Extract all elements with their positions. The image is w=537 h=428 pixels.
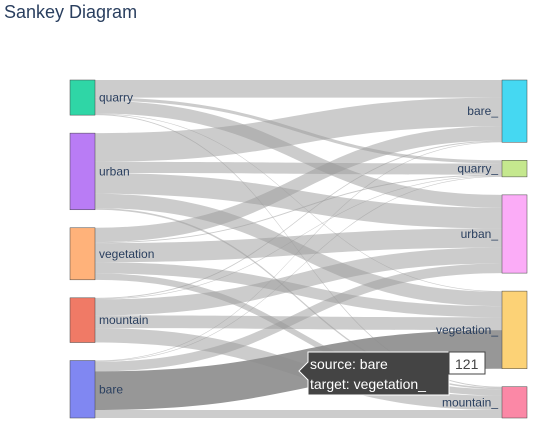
source-label-urban: urban xyxy=(99,164,130,178)
target-label-vegetation: vegetation_ xyxy=(436,323,498,337)
link-vegetation-to-bare[interactable] xyxy=(95,126,502,243)
links-layer xyxy=(95,80,502,418)
link-bare-to-urban[interactable] xyxy=(95,263,502,372)
link-urban-to-quarry[interactable] xyxy=(95,161,502,175)
hover-tooltip: source: bare target: vegetation_ 121 xyxy=(298,351,486,396)
link-vegetation-to-mountain[interactable] xyxy=(95,273,502,396)
target-node-mountain[interactable] xyxy=(501,386,528,419)
link-urban-to-urban[interactable] xyxy=(95,173,502,229)
tooltip-value-text: 121 xyxy=(455,356,479,372)
source-label-mountain: mountain xyxy=(99,313,148,327)
source-label-quarry: quarry xyxy=(99,91,133,105)
link-urban-to-bare[interactable] xyxy=(95,97,502,162)
link-mountain-to-quarry[interactable] xyxy=(95,175,502,300)
target-node-urban[interactable] xyxy=(501,194,528,274)
link-vegetation-to-vegetation[interactable] xyxy=(95,262,502,318)
target-label-quarry: quarry_ xyxy=(457,162,498,176)
page-title: Sankey Diagram xyxy=(4,2,138,22)
link-mountain-to-urban[interactable] xyxy=(95,247,502,316)
target-label-mountain: mountain_ xyxy=(442,395,498,409)
link-bare-to-mountain[interactable] xyxy=(95,410,502,418)
source-label-vegetation: vegetation xyxy=(99,247,154,261)
target-label-bare: bare_ xyxy=(467,104,498,118)
link-vegetation-to-quarry[interactable] xyxy=(95,174,502,244)
link-urban-to-mountain[interactable] xyxy=(95,208,502,390)
source-node-mountain[interactable] xyxy=(69,297,96,343)
link-mountain-to-bare[interactable] xyxy=(95,140,502,299)
source-node-bare[interactable] xyxy=(69,360,96,419)
source-node-vegetation[interactable] xyxy=(69,227,96,281)
link-mountain-to-vegetation[interactable] xyxy=(95,315,502,331)
source-node-urban[interactable] xyxy=(69,132,96,211)
link-bare-to-bare[interactable] xyxy=(95,141,502,362)
nodes-layer xyxy=(69,79,528,419)
target-label-urban: urban_ xyxy=(461,227,499,241)
target-node-bare[interactable] xyxy=(501,79,528,143)
link-quarry-to-bare[interactable] xyxy=(95,80,502,98)
link-quarry-to-urban[interactable] xyxy=(95,100,502,208)
tooltip-value-box xyxy=(448,351,486,375)
tooltip-source-text: source: bare xyxy=(310,356,388,372)
source-node-quarry[interactable] xyxy=(69,79,96,116)
link-bare-to-vegetation[interactable] xyxy=(95,330,502,411)
link-bare-to-quarry[interactable] xyxy=(95,176,502,362)
labels-layer: quarry urban vegetation mountain bare bare_qu… xyxy=(99,91,498,410)
target-node-quarry[interactable] xyxy=(501,160,528,178)
link-vegetation-to-urban[interactable] xyxy=(95,228,502,263)
target-node-vegetation[interactable] xyxy=(501,290,528,369)
source-label-bare: bare xyxy=(99,382,123,396)
tooltip-target-text: target: vegetation_ xyxy=(310,376,426,392)
